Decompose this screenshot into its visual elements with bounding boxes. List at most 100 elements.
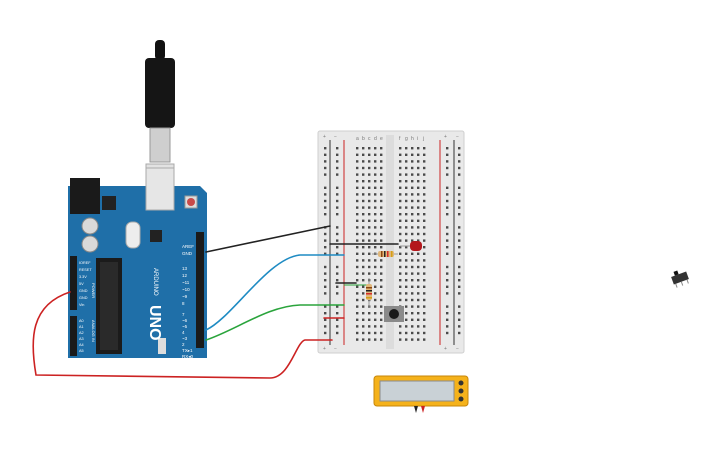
multimeter[interactable] bbox=[373, 375, 469, 413]
breadboard-hole[interactable] bbox=[374, 232, 377, 236]
breadboard-hole[interactable] bbox=[362, 331, 365, 335]
breadboard-hole[interactable] bbox=[458, 213, 461, 216]
breadboard-hole[interactable] bbox=[374, 305, 377, 308]
breadboard-hole[interactable] bbox=[405, 232, 408, 236]
breadboard-hole[interactable] bbox=[324, 147, 327, 150]
led-red[interactable] bbox=[400, 241, 422, 251]
breadboard-hole[interactable] bbox=[374, 279, 377, 282]
breadboard-hole[interactable] bbox=[423, 186, 426, 189]
breadboard-hole[interactable] bbox=[458, 318, 461, 321]
breadboard-hole[interactable] bbox=[374, 259, 377, 262]
breadboard-hole[interactable] bbox=[380, 166, 383, 170]
breadboard-hole[interactable] bbox=[417, 180, 420, 183]
breadboard-hole[interactable] bbox=[399, 298, 402, 302]
breadboard-hole[interactable] bbox=[399, 252, 402, 255]
breadboard-hole[interactable] bbox=[446, 166, 449, 170]
breadboard-hole[interactable] bbox=[405, 180, 408, 183]
breadboard-hole[interactable] bbox=[374, 173, 377, 176]
breadboard-hole[interactable] bbox=[417, 318, 420, 321]
breadboard-hole[interactable] bbox=[458, 147, 461, 150]
breadboard-hole[interactable] bbox=[458, 325, 461, 328]
breadboard-hole[interactable] bbox=[336, 279, 339, 282]
breadboard-hole[interactable] bbox=[336, 232, 339, 236]
breadboard-hole[interactable] bbox=[324, 166, 327, 170]
breadboard-hole[interactable] bbox=[417, 338, 420, 341]
breadboard-hole[interactable] bbox=[411, 318, 414, 321]
breadboard-hole[interactable] bbox=[356, 147, 359, 150]
breadboard-hole[interactable] bbox=[417, 213, 420, 216]
breadboard-hole[interactable] bbox=[405, 285, 408, 288]
wire-pin-blue[interactable] bbox=[205, 254, 345, 331]
wire-5v-red[interactable] bbox=[32, 291, 333, 379]
breadboard-hole[interactable] bbox=[405, 338, 408, 341]
breadboard-hole[interactable] bbox=[336, 226, 339, 229]
breadboard-hole[interactable] bbox=[423, 153, 426, 156]
breadboard-hole[interactable] bbox=[362, 285, 365, 288]
breadboard-hole[interactable] bbox=[336, 325, 339, 328]
breadboard-hole[interactable] bbox=[458, 160, 461, 163]
breadboard-hole[interactable] bbox=[380, 318, 383, 321]
breadboard-hole[interactable] bbox=[356, 166, 359, 170]
breadboard-hole[interactable] bbox=[356, 213, 359, 216]
breadboard-hole[interactable] bbox=[362, 292, 365, 295]
breadboard-hole[interactable] bbox=[324, 246, 327, 249]
breadboard-hole[interactable] bbox=[458, 226, 461, 229]
breadboard-hole[interactable] bbox=[417, 166, 420, 170]
breadboard-hole[interactable] bbox=[336, 331, 339, 335]
breadboard-hole[interactable] bbox=[368, 259, 371, 262]
breadboard-hole[interactable] bbox=[399, 160, 402, 163]
breadboard-hole[interactable] bbox=[356, 246, 359, 249]
breadboard-hole[interactable] bbox=[356, 318, 359, 321]
breadboard-hole[interactable] bbox=[336, 160, 339, 163]
breadboard-hole[interactable] bbox=[356, 232, 359, 236]
breadboard-hole[interactable] bbox=[446, 173, 449, 176]
breadboard-hole[interactable] bbox=[380, 331, 383, 335]
breadboard-hole[interactable] bbox=[458, 312, 461, 315]
breadboard-hole[interactable] bbox=[356, 285, 359, 288]
breadboard-hole[interactable] bbox=[423, 338, 426, 341]
breadboard-hole[interactable] bbox=[362, 325, 365, 328]
breadboard-hole[interactable] bbox=[405, 272, 408, 275]
breadboard-hole[interactable] bbox=[411, 279, 414, 282]
breadboard-hole[interactable] bbox=[374, 199, 377, 203]
breadboard-hole[interactable] bbox=[405, 305, 408, 308]
power-pin-header[interactable] bbox=[70, 256, 77, 310]
breadboard-hole[interactable] bbox=[458, 285, 461, 288]
breadboard-hole[interactable] bbox=[423, 147, 426, 150]
breadboard-hole[interactable] bbox=[368, 180, 371, 183]
breadboard-hole[interactable] bbox=[399, 180, 402, 183]
breadboard-hole[interactable] bbox=[356, 193, 359, 196]
breadboard-hole[interactable] bbox=[411, 292, 414, 295]
breadboard-hole[interactable] bbox=[399, 279, 402, 282]
breadboard-hole[interactable] bbox=[411, 239, 414, 242]
breadboard-hole[interactable] bbox=[380, 147, 383, 150]
breadboard-hole[interactable] bbox=[411, 199, 414, 203]
breadboard-hole[interactable] bbox=[399, 219, 402, 222]
breadboard-hole[interactable] bbox=[380, 239, 383, 242]
breadboard-hole[interactable] bbox=[417, 160, 420, 163]
breadboard-hole[interactable] bbox=[336, 186, 339, 189]
breadboard-hole[interactable] bbox=[411, 259, 414, 262]
breadboard-hole[interactable] bbox=[324, 153, 327, 156]
resistor-2[interactable] bbox=[366, 278, 372, 308]
breadboard-hole[interactable] bbox=[374, 166, 377, 170]
breadboard-hole[interactable] bbox=[368, 265, 371, 269]
breadboard-hole[interactable] bbox=[399, 186, 402, 189]
breadboard-hole[interactable] bbox=[336, 285, 339, 288]
breadboard-hole[interactable] bbox=[368, 318, 371, 321]
breadboard-hole[interactable] bbox=[336, 265, 339, 269]
breadboard-hole[interactable] bbox=[446, 160, 449, 163]
breadboard-hole[interactable] bbox=[368, 325, 371, 328]
breadboard-hole[interactable] bbox=[362, 259, 365, 262]
multimeter-port-3[interactable] bbox=[458, 396, 464, 402]
breadboard-hole[interactable] bbox=[411, 160, 414, 163]
breadboard-hole[interactable] bbox=[368, 213, 371, 216]
breadboard-hole[interactable] bbox=[380, 279, 383, 282]
breadboard-hole[interactable] bbox=[411, 312, 414, 315]
breadboard-hole[interactable] bbox=[368, 338, 371, 341]
breadboard-hole[interactable] bbox=[417, 186, 420, 189]
breadboard-hole[interactable] bbox=[423, 272, 426, 275]
breadboard-hole[interactable] bbox=[405, 166, 408, 170]
breadboard-hole[interactable] bbox=[380, 199, 383, 203]
breadboard-hole[interactable] bbox=[362, 279, 365, 282]
